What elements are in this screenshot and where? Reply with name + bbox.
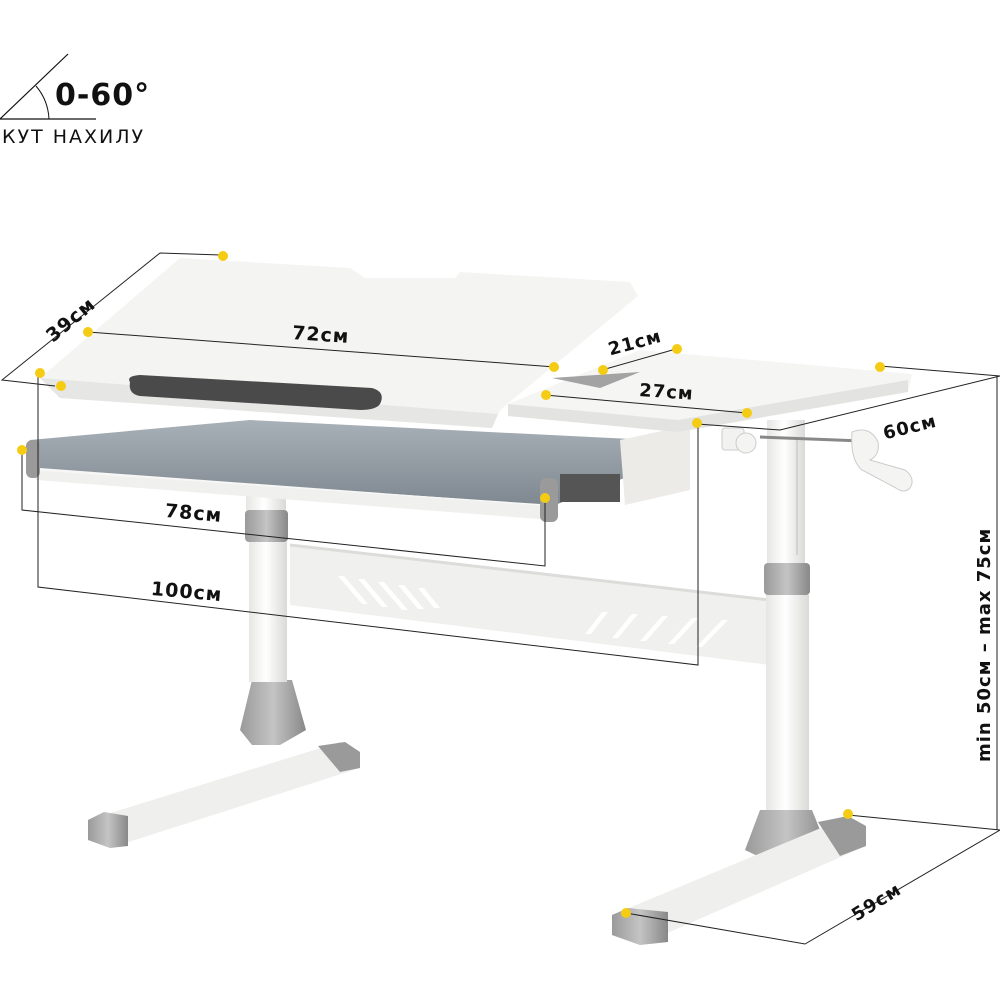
dim-width-tilt-top: 72см — [291, 322, 351, 348]
fixed-desktop — [508, 350, 912, 432]
dim-fixed-width: 27см — [638, 380, 695, 405]
left-leg — [245, 495, 288, 682]
tilt-angle-value: 0-60° — [55, 78, 151, 113]
crossbar-panel — [289, 543, 771, 665]
tilt-desktop — [40, 258, 638, 428]
right-foot — [612, 816, 866, 945]
dim-height-range: min 50см – max 75см — [974, 527, 995, 762]
right-leg — [745, 420, 828, 862]
left-foot — [88, 680, 360, 848]
drawer — [26, 420, 690, 522]
tilt-angle-caption: КУТ НАХИЛУ — [2, 126, 146, 148]
crank-handle-icon — [721, 427, 913, 492]
measurement-marker-icon — [17, 251, 885, 918]
dimension-lines — [0, 252, 1000, 945]
angle-icon — [0, 53, 96, 120]
